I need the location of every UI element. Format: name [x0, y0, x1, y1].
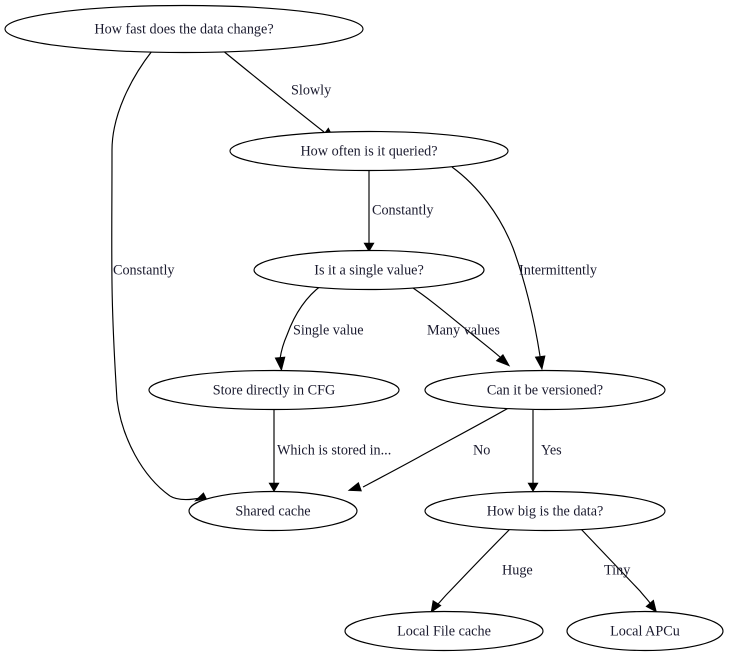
arrowhead-icon [534, 355, 546, 371]
edge-can-versioned-to-shared-cache[interactable] [347, 405, 513, 492]
node-label: Shared cache [235, 503, 310, 519]
node-shape [344, 610, 544, 652]
node-label: How big is the data? [487, 503, 604, 519]
arrowhead-icon [495, 354, 511, 367]
edge-how-often-to-single-value[interactable] [363, 171, 375, 253]
edge-line [409, 285, 501, 358]
node-shared-cache[interactable]: Shared cache [188, 490, 358, 532]
edge-line-tail [169, 495, 202, 501]
node-shape [188, 490, 358, 532]
node-label: Local APCu [610, 623, 680, 639]
arrowhead-icon [645, 599, 657, 613]
edge-label-constantly-left: Constantly [113, 262, 175, 278]
arrowhead-icon [347, 482, 362, 492]
arrowhead-icon [527, 482, 539, 493]
node-how-often-is-it-queried[interactable]: How often is it queried? [229, 130, 509, 172]
edge-line [362, 405, 513, 488]
node-label: Local File cache [397, 623, 491, 639]
edge-group [111, 49, 657, 614]
edge-store-cfg-to-shared-cache[interactable] [268, 410, 280, 493]
edge-line [437, 527, 512, 605]
node-group: How fast does the data change? How often… [4, 4, 724, 652]
node-how-big-is-the-data[interactable]: How big is the data? [424, 490, 666, 532]
node-shape [424, 369, 666, 411]
arrowhead-icon [363, 242, 375, 253]
arrowhead-icon [268, 482, 280, 493]
edge-how-big-to-local-apcu[interactable] [579, 527, 657, 613]
edge-single-value-to-store-cfg[interactable] [274, 284, 323, 372]
node-label: How fast does the data change? [94, 21, 273, 37]
edge-line [451, 166, 541, 357]
node-shape [148, 369, 400, 411]
edge-label-many-values: Many values [427, 322, 500, 338]
node-can-it-be-versioned[interactable]: Can it be versioned? [424, 369, 666, 411]
node-label: Can it be versioned? [487, 382, 603, 398]
edge-can-versioned-to-how-big[interactable] [527, 410, 539, 493]
node-local-apcu[interactable]: Local APCu [566, 610, 724, 652]
node-local-file-cache[interactable]: Local File cache [344, 610, 544, 652]
edge-label-huge: Huge [502, 562, 533, 578]
edge-label-no: No [473, 442, 490, 458]
node-shape [566, 610, 724, 652]
node-shape [229, 130, 509, 172]
node-label: Store directly in CFG [213, 382, 336, 398]
edge-label-slowly: Slowly [291, 82, 332, 98]
node-is-it-a-single-value[interactable]: Is it a single value? [253, 249, 485, 291]
edge-label-group: Slowly Constantly Constantly Intermitten… [113, 82, 631, 578]
edge-how-big-to-local-file-cache[interactable] [430, 527, 512, 614]
edge-label-yes: Yes [541, 442, 562, 458]
edge-label-single-value: Single value [293, 322, 364, 338]
node-label: How often is it queried? [300, 143, 437, 159]
edge-label-which-is-stored-in: Which is stored in... [277, 442, 391, 458]
edge-line [221, 49, 325, 133]
arrowhead-icon [274, 356, 286, 372]
node-how-fast-does-the-data-change[interactable]: How fast does the data change? [4, 4, 364, 54]
edge-how-fast-to-shared-cache[interactable] [111, 50, 207, 502]
node-shape [253, 249, 485, 291]
edge-line [279, 284, 323, 360]
node-label: Is it a single value? [314, 262, 424, 278]
arrowhead-icon [430, 600, 442, 614]
node-store-directly-in-cfg[interactable]: Store directly in CFG [148, 369, 400, 411]
edge-label-constantly-middle: Constantly [372, 202, 434, 218]
node-shape [424, 490, 666, 532]
edge-label-tiny: Tiny [604, 562, 631, 578]
edge-label-intermittently: Intermittently [519, 262, 598, 278]
edge-how-often-to-can-versioned[interactable] [451, 166, 546, 371]
edge-line [111, 50, 171, 497]
edge-line [579, 527, 651, 604]
edge-single-value-to-can-versioned[interactable] [409, 285, 511, 367]
node-shape [4, 4, 364, 54]
